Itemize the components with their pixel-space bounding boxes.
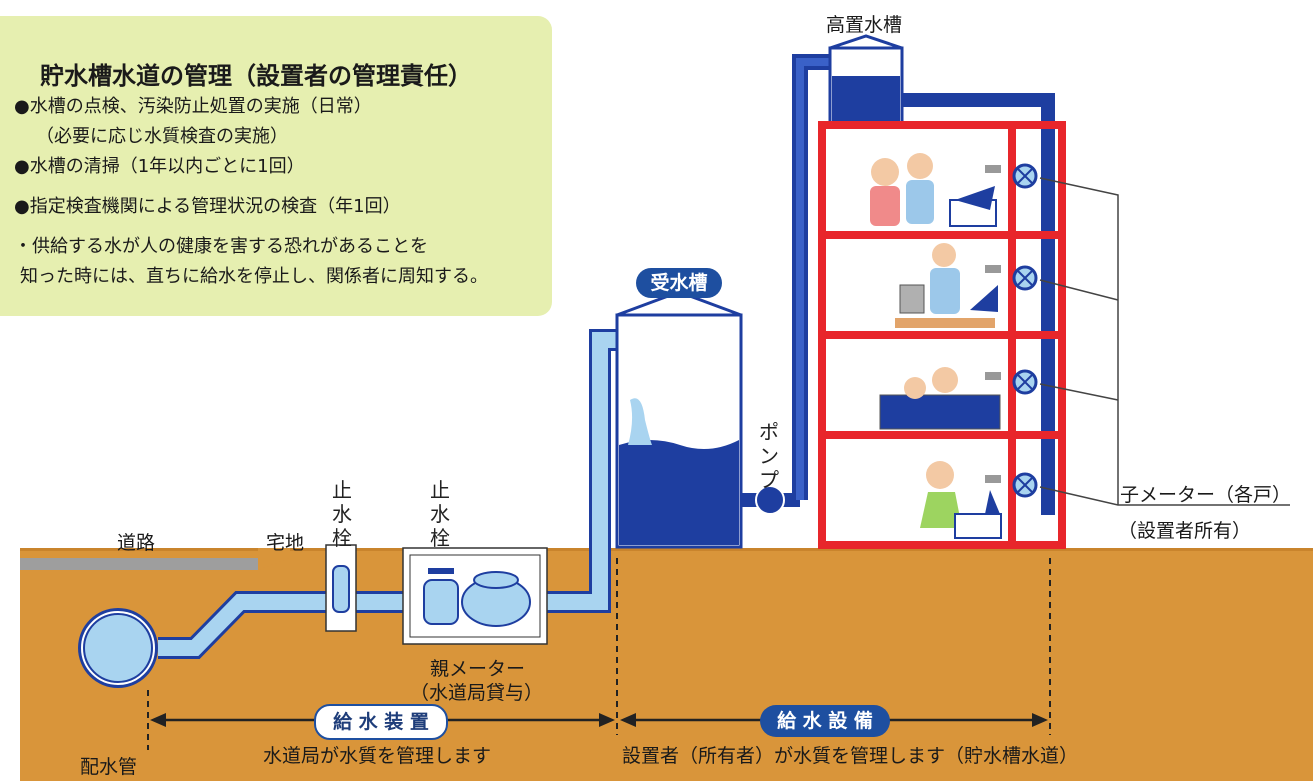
- floor-scenes: [870, 153, 1002, 539]
- boundary-lines: [147, 558, 1051, 750]
- residential-lot-label: 宅地: [266, 532, 305, 554]
- pump: [741, 485, 800, 515]
- road-label: 道路: [117, 532, 156, 554]
- distribution-pipe-label: 配水管: [80, 756, 138, 778]
- ground: [20, 548, 1313, 781]
- sub-meter-leaders: [1039, 177, 1290, 506]
- parent-meter-label: 親メーター: [430, 658, 526, 680]
- stop-valve-2-label: 止水栓: [430, 478, 450, 550]
- receiving-tank: [615, 290, 743, 549]
- info-title: 貯水槽水道の管理（設置者の管理責任）: [40, 62, 472, 90]
- supply-facility-badge: 給 水 設 備: [760, 705, 890, 737]
- supply-device-badge: 給 水 装 置: [314, 704, 448, 740]
- sub-meters: [1012, 163, 1038, 498]
- road-surface: [20, 558, 258, 570]
- distribution-main-pipe: [78, 608, 158, 688]
- downpipe: [902, 93, 1055, 515]
- info-line: 知った時には、直ちに給水を停止し、関係者に周知する。: [20, 266, 488, 287]
- supply-facility-description: 設置者（所有者）が水質を管理します（貯水槽水道）: [622, 745, 1079, 767]
- info-line: ●水槽の点検、汚染防止処置の実施（日常）: [14, 96, 372, 117]
- info-line: ●指定検査機関による管理状況の検査（年1回）: [14, 196, 401, 217]
- service-pipe: [158, 329, 651, 659]
- stop-valve-1: [325, 544, 357, 632]
- parent-meter-box: [402, 547, 548, 645]
- receiving-tank-label: 受水槽: [636, 268, 722, 298]
- management-info-box: 貯水槽水道の管理（設置者の管理責任） ●水槽の点検、汚染防止処置の実施（日常） …: [0, 16, 552, 316]
- supply-device-description: 水道局が水質を管理します: [263, 745, 492, 767]
- building-frame: [818, 121, 1066, 549]
- parent-meter-note: （水道局貸与）: [410, 682, 544, 704]
- info-line: （必要に応じ水質検査の実施）: [36, 126, 288, 147]
- info-line: ・供給する水が人の健康を害する恐れがあることを: [14, 236, 428, 257]
- elevated-tank-label: 高置水槽: [826, 14, 903, 36]
- elevated-tank: [828, 34, 904, 126]
- sub-meter-note: （設置者所有）: [1118, 520, 1252, 542]
- info-line: ●水槽の清掃（1年以内ごとに1回）: [14, 156, 305, 177]
- pump-label: ポンプ: [759, 420, 779, 492]
- sub-meter-label: 子メーター（各戸）: [1120, 484, 1292, 506]
- stop-valve-1-label: 止水栓: [332, 478, 352, 550]
